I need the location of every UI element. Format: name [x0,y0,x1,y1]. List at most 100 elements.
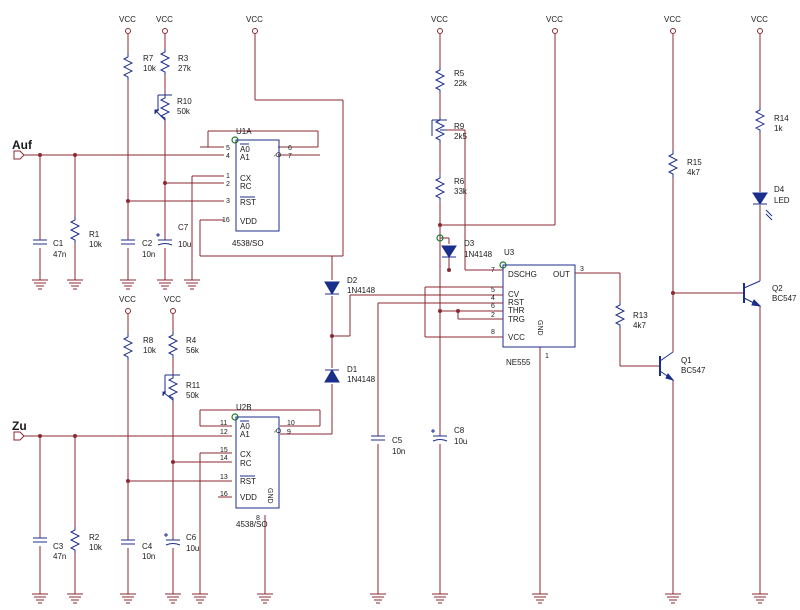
vcc-label: VCC [164,295,181,304]
schematic-capacitors-7-value-label: 10u [454,437,467,446]
schematic-resistors-6-ref-label: R11 [186,381,201,390]
schematic-resistors-0-value-label: 10k [143,64,157,73]
schematic-resistors-0-ref-label: R7 [143,54,154,63]
input-auf: Auf [12,138,33,160]
schematic-u2b-numbers-q-label: 10 [287,420,295,427]
schematic-diodes-0-value-label: 1N4148 [347,375,376,384]
resistor-r8: R8 10k [123,333,157,361]
resistor-r2: R2 10k [70,526,103,554]
schematic-resistors-4-value-label: 10k [143,346,157,355]
resistor-r3: R3 27k [160,48,192,76]
schematic-u1a-pins-a1-label: A1 [240,153,250,162]
schematic-capacitors-5-value-label: 10u [186,544,199,553]
schematic-capacitors-0-value-label: 47n [53,250,66,259]
schematic-diodes-2-value-label: 1N4148 [464,250,493,259]
ic-u2b: U2B 4538/SO A0 A1 CX RC RST VDD GND Q 11… [220,403,295,529]
schematic-u3-numbers-thr-label: 6 [491,303,495,310]
diode-d2: D2 1N4148 [324,276,376,295]
schematic-resistors-7-value-label: 10k [89,543,103,552]
schematic-transistors-1-value-label: BC547 [772,294,797,303]
schematic-u3-pins-out-label: OUT [553,270,570,279]
schematic-resistors-12-ref-label: R15 [687,158,702,167]
schematic-u2b-part-label: 4538/SO [236,520,268,529]
schematic-diodes-3-value-label: LED [774,196,790,205]
capacitor-c4: C4 10n [120,539,155,561]
led-d4: D4 LED [752,185,790,221]
schematic-resistors-12-value-label: 4k7 [687,168,700,177]
ic-u1a: U1A 4538/SO A0 A1 CX RC RST VDD Q 5 4 1 … [222,127,292,248]
transistor-q2: Q2 BC547 [743,280,797,307]
schematic-u2b-ref-label: U2B [236,403,252,412]
resistor-r7: R7 10k [123,53,157,81]
schematic-u2b-pins-rst-label: RST [240,477,256,486]
schematic-diodes-3-ref-label: D4 [774,185,785,194]
schematic-u1a-pins-rc-label: RC [240,182,252,191]
schematic-u2b-pins-rc-label: RC [240,459,252,468]
schematic-resistors-13-ref-label: R14 [774,114,789,123]
schematic-u1a-ref-label: U1A [236,127,252,136]
schematic-u3-pins-vcc-label: VCC [508,333,525,342]
vcc-label: VCC [751,15,768,24]
capacitor-c5: C5 10n [370,435,405,456]
schematic-u2b-pins-a1-label: A1 [240,430,250,439]
schematic-u2b-numbers-a1-label: 12 [220,429,228,436]
schematic-capacitors-3-ref-label: C3 [53,542,64,551]
schematic-resistors-1-ref-label: R3 [178,54,189,63]
schematic-u3-pins-gnd-label: GND [536,320,543,336]
schematic-resistors-5-ref-label: R4 [186,336,197,345]
schematic-resistors-11-value-label: 4k7 [633,321,646,330]
schematic-u2b-numbers-rst-label: 13 [220,474,228,481]
resistor-r11: R11 50k [162,374,201,402]
schematic-capacitors-3-value-label: 47n [53,552,66,561]
schematic-resistors-2-ref-label: R10 [177,97,192,106]
schematic-u3-numbers-vcc-label: 8 [491,329,495,336]
vcc-label: VCC [119,295,136,304]
schematic-resistors-10-ref-label: R6 [454,177,465,186]
schematic-resistors-9-ref-label: R9 [454,122,465,131]
schematic-u3-ref-label: U3 [504,248,515,257]
schematic-resistors-3-value-label: 10k [89,240,103,249]
schematic-capacitors-6-ref-label: C5 [392,436,403,445]
schematic-transistors-1-ref-label: Q2 [772,284,783,293]
schematic-u3-numbers-gnd-label: 1 [545,353,549,360]
schematic-resistors-1-value-label: 27k [178,64,192,73]
schematic-resistors-3-ref-label: R1 [89,230,100,239]
schematic-u1a-pins-rst-label: RST [240,198,256,207]
schematic-u1a-numbers-a1-label: 4 [226,153,230,160]
schematic-u3-numbers-trg-label: 2 [491,312,495,319]
schematic-u2b-pins-vdd-label: VDD [240,493,257,502]
schematic-capacitors-7-ref-label: C8 [454,426,465,435]
schematic-resistors-9-value-label: 2k5 [454,132,467,141]
schematic-capacitors-4-ref-label: C4 [142,542,153,551]
schematic-u1a-numbers-a0-label: 5 [226,145,230,152]
lower-wiring [24,314,333,594]
schematic-resistors-2-value-label: 50k [177,107,191,116]
schematic-u2b-numbers-gnd-label: 8 [256,515,260,522]
schematic-capacitors-2-value-label: 10u [178,240,191,249]
schematic-resistors-4-ref-label: R8 [143,336,154,345]
ic-u3: U3 NE555 DSCHG OUT CV RST THR TRG VCC GN… [491,248,584,367]
schematic-u3-part-label: NE555 [506,358,531,367]
schematic-capacitors-0-ref-label: C1 [53,239,64,248]
schematic-u2b-numbers-cx-label: 15 [220,447,228,454]
schematic-u2b-numbers-vdd-label: 16 [220,491,228,498]
schematic-u2b-pins-cx-label: CX [240,450,252,459]
schematic-u1a-pins-a0-label: A0 [240,145,250,154]
diode-d1: D1 1N4148 [324,365,376,384]
schematic-diodes-2-ref-label: D3 [464,239,475,248]
diode-d3: D3 1N4148 [441,239,493,259]
schematic-capacitors-1-value-label: 10n [142,250,155,259]
schematic-u3-numbers-dschg-label: 7 [491,267,495,274]
capacitor-c3: C3 47n [32,537,66,561]
schematic-capacitors-5-ref-label: C6 [186,533,197,542]
schematic-u2b-numbers-rc-label: 14 [220,455,228,462]
capacitor-c2: C2 10n [120,239,155,259]
schematic-resistors-8-ref-label: R5 [454,69,465,78]
schematic-transistors-0-ref-label: Q1 [681,356,692,365]
schematic-u3-pins-trg-label: TRG [508,315,525,324]
schematic-u1a-numbers-vdd-label: 16 [222,217,230,224]
schematic-u1a-part-label: 4538/SO [232,239,264,248]
transistor-q1: Q1 BC547 [659,351,706,381]
vcc-symbols: VCC VCC VCC VCC VCC VCC VCC VCC VCC [119,15,768,314]
